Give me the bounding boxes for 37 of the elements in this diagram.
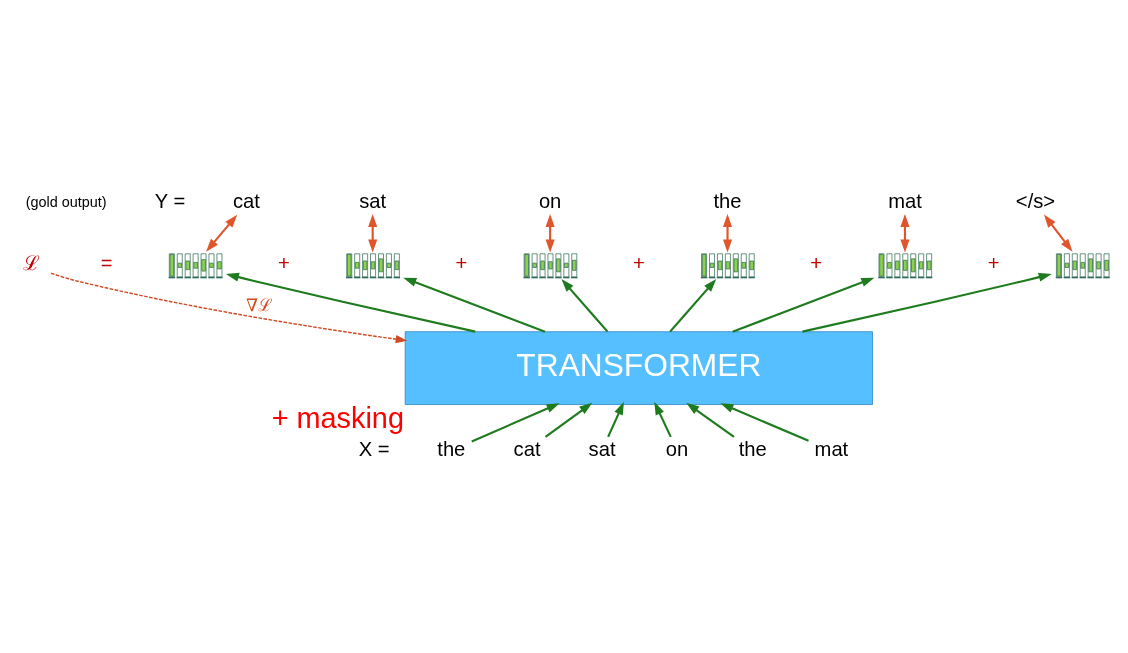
edge-label: ∇ℒ [246,294,273,315]
node-text: the [437,437,466,460]
label: (gold output) [25,193,107,210]
node-text: mat [814,437,849,460]
arrow [723,213,733,252]
node-text: the [713,189,742,212]
label: + [810,251,823,274]
node-label: + masking [271,401,404,434]
node-text: cat [233,189,260,212]
node-text: mat [888,189,922,212]
arrow [471,402,560,442]
label: + [987,251,1000,274]
label: Y = [154,189,186,212]
node-box: TRANSFORMER [404,330,873,405]
node-text: </s> [1015,189,1056,212]
arrow [1043,214,1073,252]
label: + [455,251,468,274]
arrow [607,401,624,437]
node-text: ℒ [23,250,41,275]
node-text: sat [588,437,616,460]
arrow [720,402,809,442]
arrow [802,272,1052,333]
node-text: sat [359,189,387,212]
node-text: the [738,437,767,460]
arrow [50,272,408,343]
node-text: on [665,437,689,460]
label: + [278,251,290,274]
label: + [632,251,645,274]
arrow [654,401,672,437]
arrow [206,214,238,252]
arrow [225,272,476,333]
arrow [544,402,593,438]
label: = [100,251,113,274]
node-text: on [538,189,562,212]
label: X = [358,437,390,460]
arrow [686,402,735,438]
node-text: cat [513,437,541,460]
